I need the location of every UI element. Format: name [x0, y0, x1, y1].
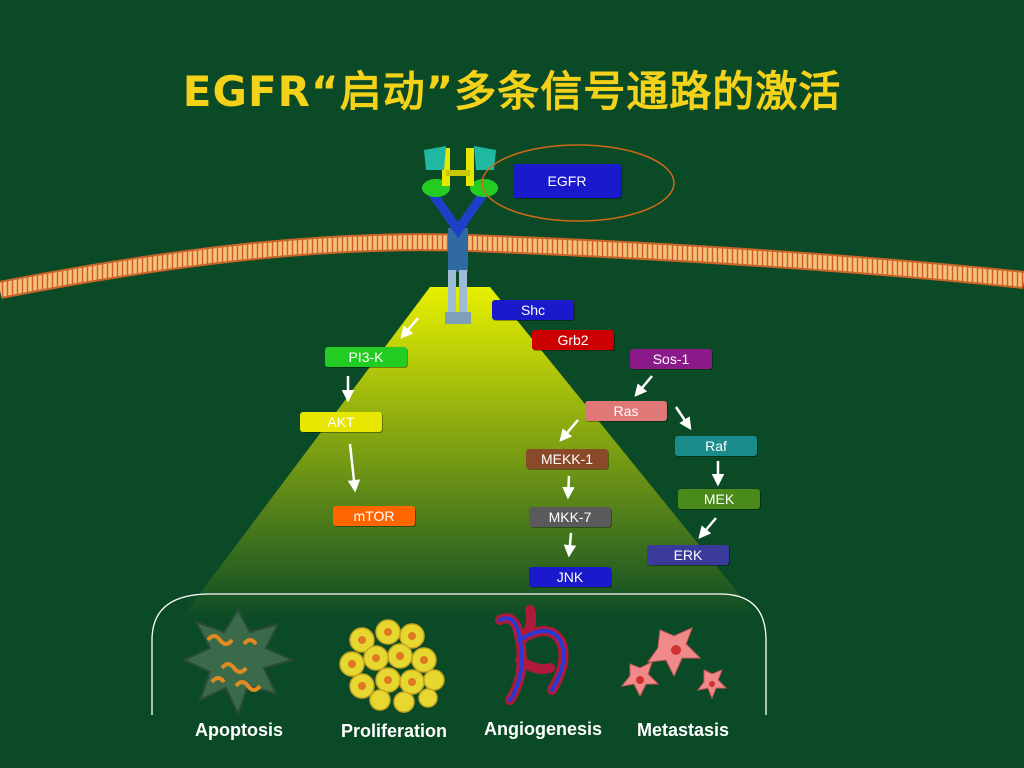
- shc-node: Shc: [492, 300, 574, 320]
- arrow-sos-ras: [634, 375, 653, 397]
- mtor-node: mTOR: [333, 506, 415, 526]
- egfr-receptor-icon: [422, 146, 498, 324]
- egfr-node: EGFR: [513, 164, 621, 198]
- ras-node: Ras: [585, 401, 667, 421]
- signal-beam: [180, 287, 760, 620]
- slide-title: EGFR“启动”多条信号通路的激活: [182, 67, 842, 116]
- arrow-ras-raf: [674, 406, 692, 431]
- akt-node: AKT: [300, 412, 382, 432]
- mkk7-node: MKK-7: [529, 507, 611, 527]
- metastasis-cells-icon: [620, 627, 728, 700]
- outcome-proliferation: Proliferation: [340, 721, 447, 741]
- arrow-akt-mtor: [347, 443, 361, 493]
- arrow-mekk-mkk: [562, 475, 575, 500]
- arrow-mek-erk: [698, 517, 717, 539]
- pi3k-node: PI3-K: [325, 347, 407, 367]
- outcome-bracket: [151, 593, 767, 715]
- egfr-highlight-ring: [481, 144, 675, 222]
- arrow-mkk-jnk: [563, 532, 577, 558]
- proliferation-cells-icon: [339, 619, 445, 713]
- mek-node: MEK: [678, 489, 760, 509]
- angiogenesis-vessel-icon: [495, 605, 569, 705]
- apoptosis-cell-icon: [181, 608, 295, 717]
- outcome-metastasis: Metastasis: [636, 720, 730, 740]
- arrow-ras-mekk: [559, 419, 579, 442]
- sos1-node: Sos-1: [630, 349, 712, 369]
- grb2-node: Grb2: [532, 330, 614, 350]
- raf-node: Raf: [675, 436, 757, 456]
- outcome-angiogenesis: Angiogenesis: [483, 719, 603, 739]
- cell-membrane-inner: [0, 235, 1024, 297]
- mekk1-node: MEKK-1: [526, 449, 608, 469]
- arrow-egfr-pi3k: [400, 317, 419, 339]
- jnk-node: JNK: [529, 567, 611, 587]
- outcome-apoptosis: Apoptosis: [195, 720, 283, 740]
- erk-node: ERK: [647, 545, 729, 565]
